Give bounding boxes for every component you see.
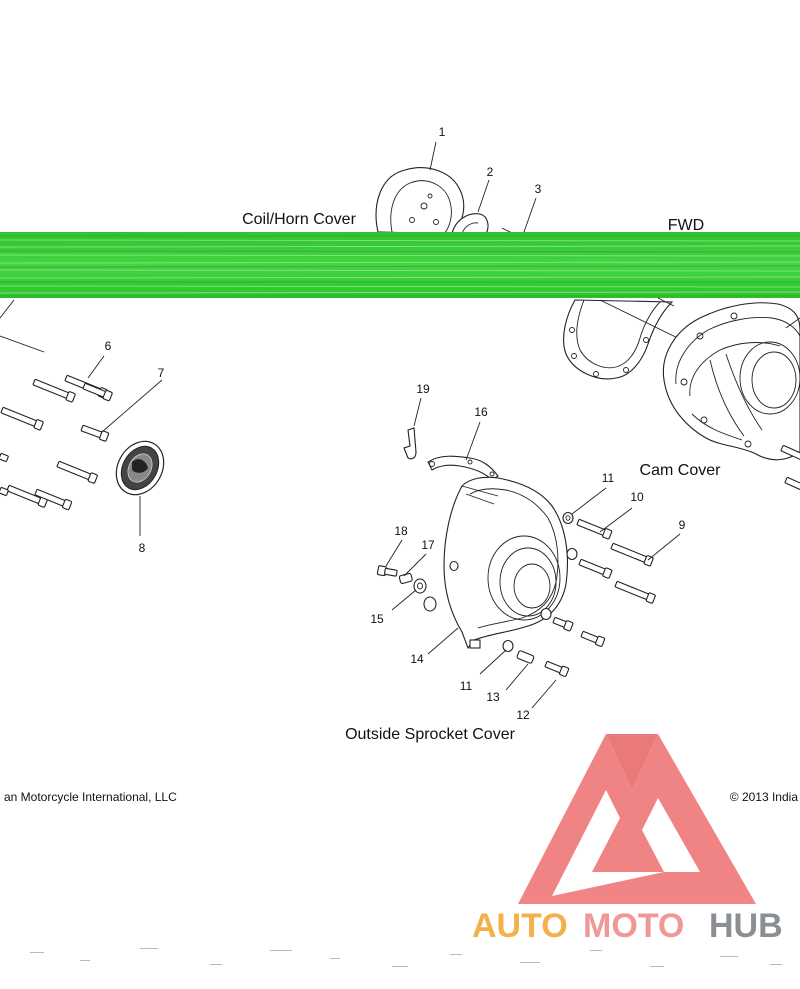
- badge-part-8: [115, 440, 165, 496]
- callout-3: 3: [535, 182, 542, 196]
- callout-12: 12: [516, 708, 530, 722]
- gasket-part-16: [427, 455, 499, 481]
- bolt-group-6: [0, 374, 113, 511]
- leader-left-top: [0, 299, 15, 319]
- leader-18: [385, 539, 403, 567]
- leader-cam-top: [785, 317, 800, 329]
- callout-11-bottom: 11: [460, 679, 473, 693]
- cam-cover-part: [662, 302, 800, 461]
- leader-14: [427, 627, 459, 655]
- callout-18: 18: [394, 524, 408, 538]
- leader-16: [465, 421, 481, 461]
- leader-2: [477, 179, 490, 213]
- leader-left-mid: [0, 335, 45, 353]
- callout-7: 7: [158, 366, 165, 380]
- label-cam-cover: Cam Cover: [640, 462, 722, 479]
- leader-12: [531, 679, 557, 709]
- label-fwd: FWD: [668, 217, 704, 234]
- leader-19: [413, 397, 422, 427]
- leader-15: [391, 589, 417, 611]
- copyright-left: an Motorcycle International, LLC: [4, 790, 177, 804]
- leader-gasket-b: [657, 297, 675, 307]
- cam-cover-gasket: [563, 299, 674, 380]
- callout-1: 1: [439, 125, 446, 139]
- leader-11b: [479, 649, 507, 675]
- automotohub-wordmark: AUTO MOTO HUB: [472, 907, 783, 945]
- leader-1: [429, 141, 437, 171]
- callout-11-top: 11: [602, 471, 615, 485]
- cam-cover-bolts: [780, 445, 800, 492]
- leader-17: [403, 553, 427, 577]
- clip-part-19: [403, 427, 417, 460]
- copyright-right: © 2013 India: [730, 790, 799, 804]
- callout-19: 19: [416, 382, 430, 396]
- callout-13: 13: [486, 690, 500, 704]
- label-coil-horn-cover: Coil/Horn Cover: [242, 211, 356, 228]
- leader-13: [505, 663, 529, 691]
- callout-17: 17: [421, 538, 435, 552]
- callout-2: 2: [487, 165, 494, 179]
- callout-14: 14: [410, 652, 424, 666]
- label-outside-sprocket-cover: Outside Sprocket Cover: [345, 726, 516, 743]
- leader-6: [87, 355, 105, 379]
- callout-8: 8: [139, 541, 146, 555]
- callout-15: 15: [370, 612, 384, 626]
- leader-11a: [571, 487, 607, 515]
- scan-noise: [30, 948, 782, 967]
- leader-7: [101, 379, 163, 433]
- callout-10: 10: [630, 490, 644, 504]
- callout-9: 9: [679, 518, 686, 532]
- green-band: [0, 232, 800, 298]
- wordmark-hub: HUB: [709, 907, 783, 945]
- sprocket-cover-part-14: [443, 476, 568, 650]
- leader-9: [647, 533, 681, 561]
- fastener-group: [376, 511, 656, 677]
- leader-10: [599, 507, 633, 533]
- callout-16: 16: [474, 405, 488, 419]
- wordmark-auto: AUTO: [472, 907, 568, 945]
- callout-6: 6: [105, 339, 112, 353]
- coil-horn-cover-part: [375, 167, 465, 235]
- automotohub-logo: [518, 734, 756, 904]
- leader-3: [523, 197, 537, 233]
- wordmark-moto: MOTO: [583, 907, 684, 945]
- leader-gasket: [599, 299, 691, 345]
